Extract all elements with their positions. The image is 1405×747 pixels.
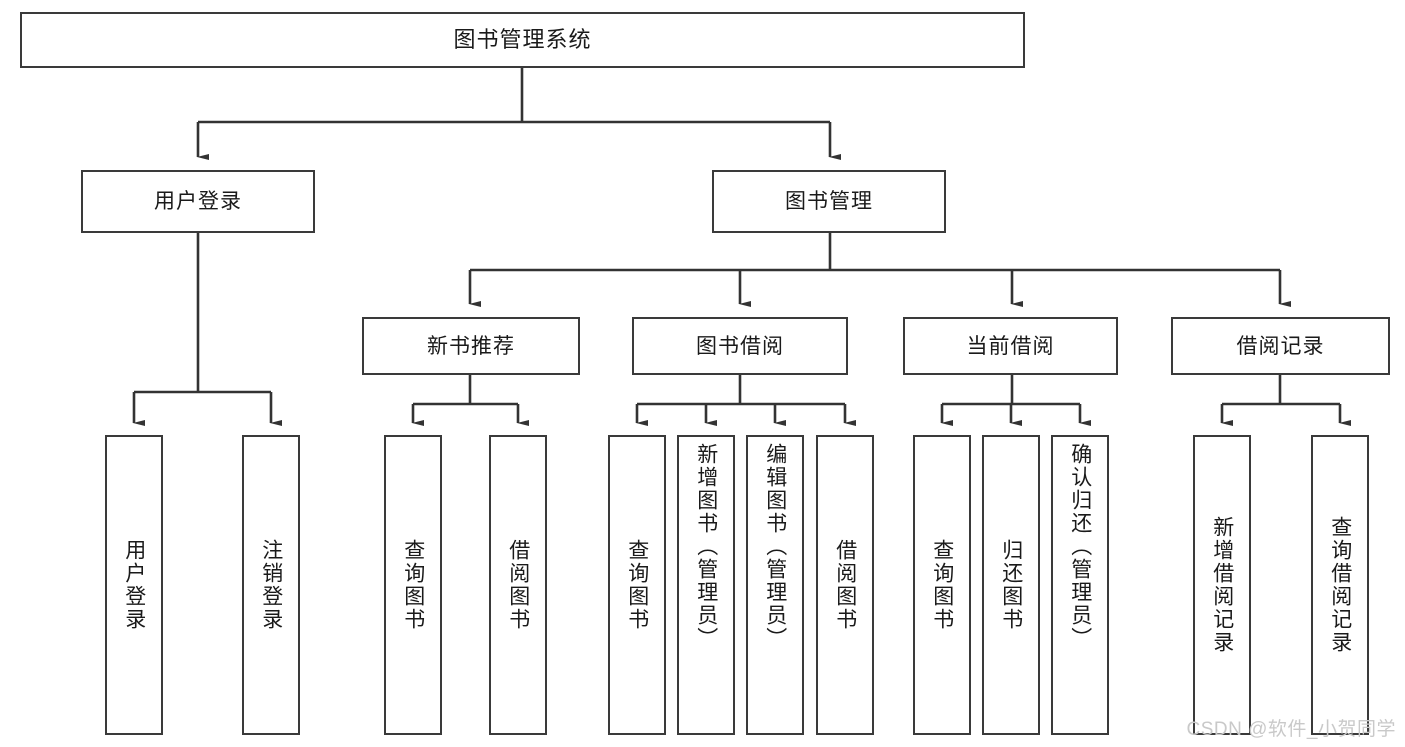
csdn-watermark: CSDN @软件_小贺同学	[1186, 719, 1396, 740]
node-label: 新书推荐	[427, 334, 515, 358]
leaf-current-borrow-return-book[interactable]: 归还图书	[982, 435, 1040, 735]
node-label: 编辑图书（管理员）	[763, 443, 787, 650]
node-label: 用户登录	[154, 190, 242, 213]
node-label: 注销登录	[259, 539, 283, 631]
node-label: 新增图书（管理员）	[694, 443, 718, 650]
node-label: 借阅图书	[833, 539, 857, 631]
leaf-borrow-record-query-record[interactable]: 查询借阅记录	[1311, 435, 1369, 735]
leaf-new-book-borrow-book[interactable]: 借阅图书	[489, 435, 547, 735]
leaf-book-borrow-add-book-admin[interactable]: 新增图书（管理员）	[677, 435, 735, 735]
node-root-library-management-system[interactable]: 图书管理系统	[20, 12, 1025, 68]
leaf-user-login-logout[interactable]: 注销登录	[242, 435, 300, 735]
node-book-borrow[interactable]: 图书借阅	[632, 317, 848, 375]
node-label: 借阅图书	[506, 539, 530, 631]
node-label: 当前借阅	[966, 334, 1055, 358]
node-label: 图书管理系统	[453, 27, 592, 52]
node-label: 确认归还（管理员）	[1068, 443, 1092, 650]
node-borrow-record[interactable]: 借阅记录	[1171, 317, 1390, 375]
leaf-current-borrow-confirm-return-admin[interactable]: 确认归还（管理员）	[1051, 435, 1109, 735]
node-label: 图书管理	[785, 190, 873, 213]
node-label: 用户登录	[122, 539, 146, 631]
node-label: 归还图书	[999, 539, 1023, 631]
node-user-login[interactable]: 用户登录	[81, 170, 315, 233]
node-label: 新增借阅记录	[1210, 516, 1234, 654]
leaf-book-borrow-query-book[interactable]: 查询图书	[608, 435, 666, 735]
node-new-book-recommend[interactable]: 新书推荐	[362, 317, 580, 375]
node-label: 查询图书	[930, 539, 954, 631]
leaf-book-borrow-edit-book-admin[interactable]: 编辑图书（管理员）	[746, 435, 804, 735]
leaf-current-borrow-query-book[interactable]: 查询图书	[913, 435, 971, 735]
leaf-new-book-query-book[interactable]: 查询图书	[384, 435, 442, 735]
node-book-management[interactable]: 图书管理	[712, 170, 946, 233]
node-label: 查询借阅记录	[1328, 516, 1352, 654]
node-label: 图书借阅	[696, 334, 784, 358]
leaf-user-login-login[interactable]: 用户登录	[105, 435, 163, 735]
node-label: 查询图书	[625, 539, 649, 631]
node-label: 查询图书	[401, 539, 425, 631]
leaf-borrow-record-add-record[interactable]: 新增借阅记录	[1193, 435, 1251, 735]
node-label: 借阅记录	[1236, 334, 1325, 358]
leaf-book-borrow-borrow-book[interactable]: 借阅图书	[816, 435, 874, 735]
node-current-borrow[interactable]: 当前借阅	[903, 317, 1118, 375]
